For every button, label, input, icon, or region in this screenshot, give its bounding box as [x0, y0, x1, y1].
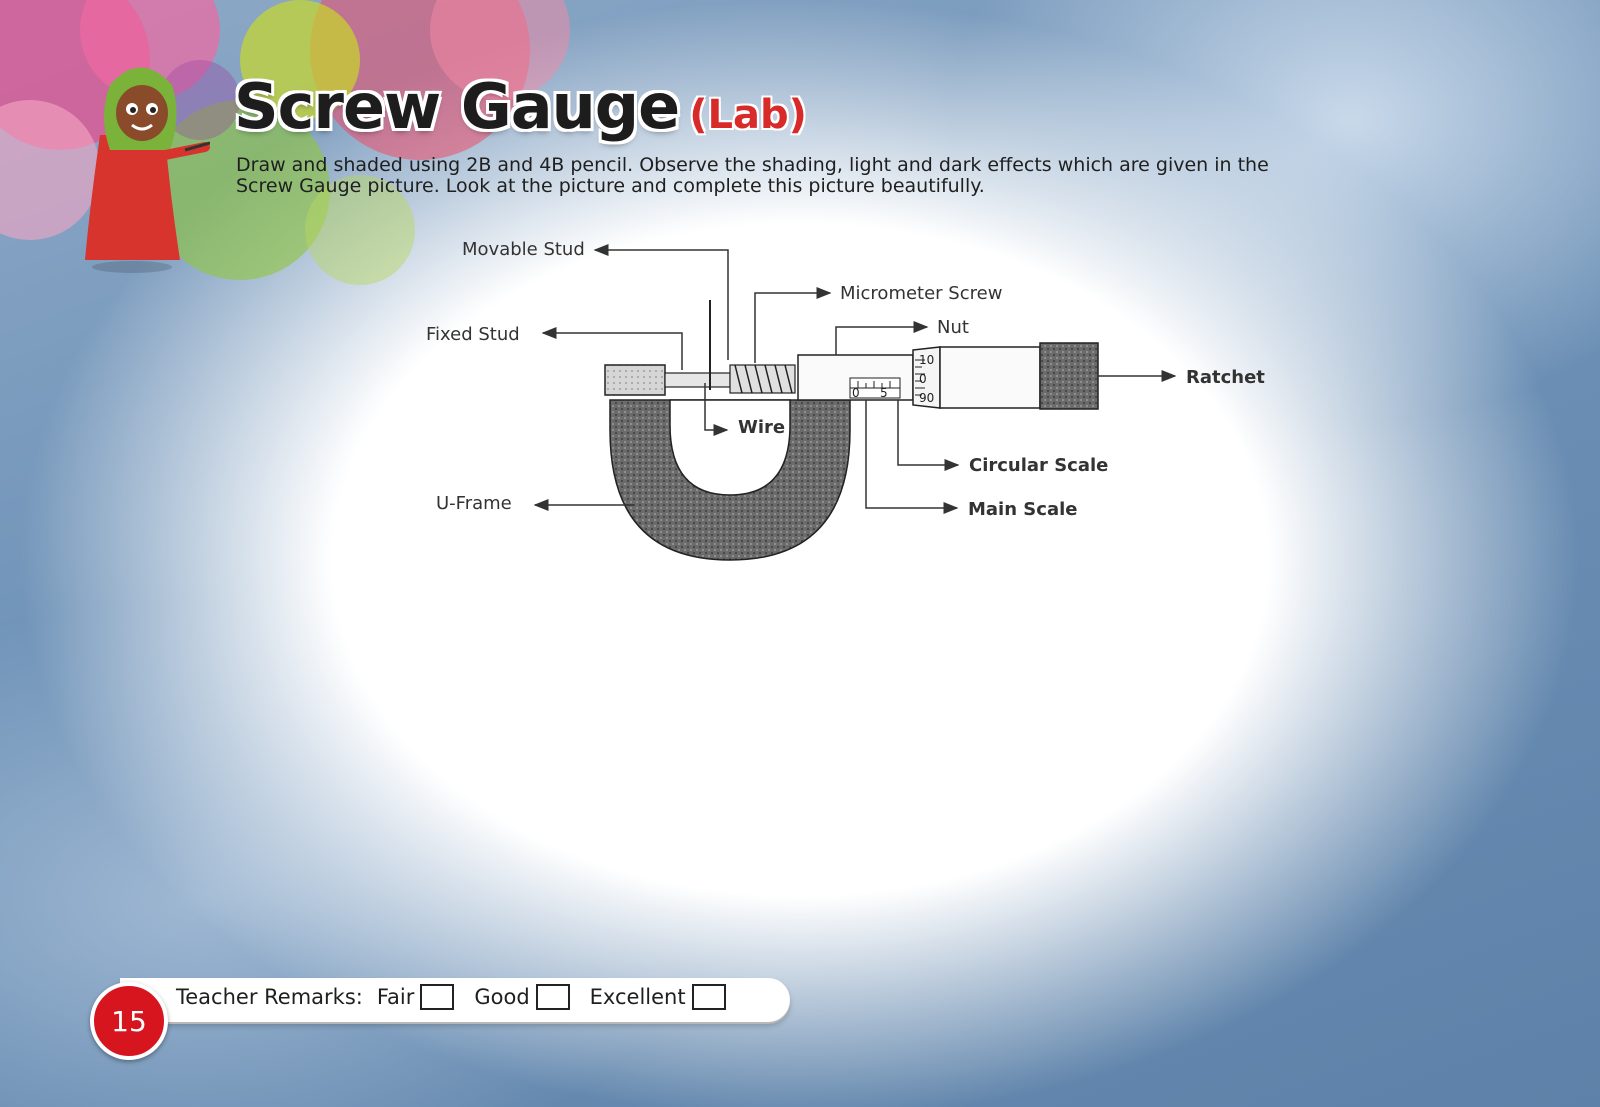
circular-tick-90: 90	[919, 391, 934, 405]
label-ratchet: Ratchet	[1186, 367, 1265, 388]
remarks-label: Teacher Remarks:	[176, 985, 363, 1009]
thimble	[939, 346, 1041, 409]
instructions-line-1: Draw and shaded using 2B and 4B pencil. …	[236, 154, 1269, 176]
circular-tick-0: 0	[919, 372, 927, 386]
fixed-stud	[604, 364, 666, 396]
instructions: Draw and shaded using 2B and 4B pencil. …	[236, 155, 1356, 197]
label-micrometer-screw: Micrometer Screw	[840, 283, 1002, 304]
instructions-line-2: Screw Gauge picture. Look at the picture…	[236, 175, 985, 197]
option-fair-label: Fair	[376, 985, 415, 1009]
label-nut: Nut	[937, 317, 969, 338]
label-main-scale: Main Scale	[968, 499, 1077, 520]
label-circular-scale: Circular Scale	[969, 455, 1108, 476]
teacher-remarks: Teacher Remarks: Fair Good Excellent	[176, 984, 746, 1010]
page-number-badge: 15	[90, 982, 168, 1060]
micrometer-screw-thread	[729, 364, 796, 394]
fair-checkbox[interactable]	[420, 984, 455, 1010]
label-u-frame: U-Frame	[436, 493, 512, 514]
title-sub: (Lab)	[689, 92, 807, 138]
good-checkbox[interactable]	[535, 984, 570, 1010]
screw-gauge-diagram: 0 5 10 0 90 Ratchet Movable Stud Microme…	[426, 239, 1265, 561]
option-good-label: Good	[474, 985, 530, 1009]
label-fixed-stud: Fixed Stud	[426, 324, 520, 345]
page-title: Screw Gauge(Lab)	[234, 70, 807, 143]
circular-tick-10: 10	[919, 353, 934, 367]
main-scale-five: 5	[880, 386, 888, 400]
girl-mascot-illustration	[85, 67, 210, 273]
option-excellent-label: Excellent	[589, 985, 686, 1009]
title-main: Screw Gauge	[234, 70, 680, 143]
label-wire: Wire	[738, 417, 785, 438]
main-scale-zero: 0	[852, 386, 860, 400]
excellent-checkbox[interactable]	[691, 984, 726, 1010]
label-movable-stud: Movable Stud	[462, 239, 585, 260]
teacher-remarks-bar	[120, 978, 790, 1022]
ratchet	[1039, 342, 1099, 410]
